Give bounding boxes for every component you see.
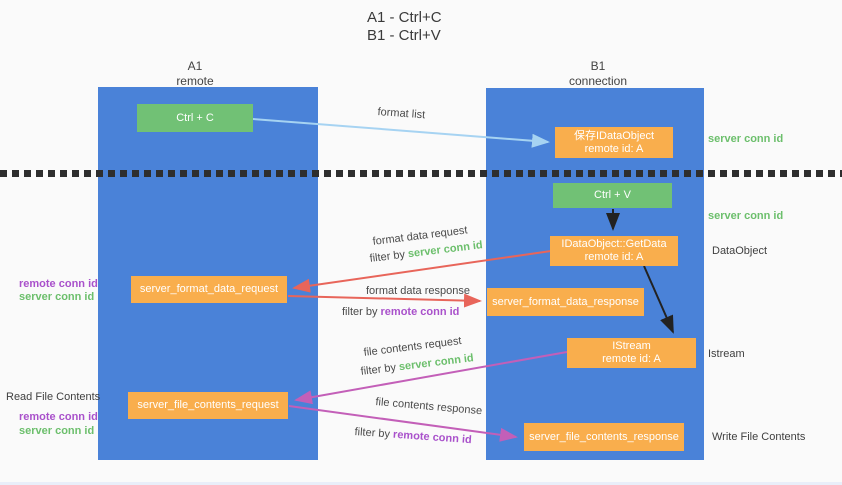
ctrl-c-box: Ctrl + C — [137, 104, 253, 132]
file-contents-response-filter-label: filter by remote conn id — [354, 426, 472, 446]
filter-by-text: filter by — [360, 361, 397, 378]
server-conn-id-annotation-top: server conn id — [708, 133, 784, 145]
server-file-contents-response-box: server_file_contents_response — [524, 423, 684, 451]
diagram-title: A1 - Ctrl+C B1 - Ctrl+V — [367, 9, 442, 45]
a1-name: A1 — [187, 59, 203, 73]
write-file-contents-annotation: Write File Contents — [712, 431, 806, 443]
read-file-contents-annotation: Read File Contents — [6, 391, 101, 403]
file-contents-response-label: file contents response — [374, 396, 483, 418]
server-format-data-request-box: server_format_data_request — [131, 276, 287, 303]
server-file-contents-request-label: server_file_contents_request — [137, 399, 279, 411]
server-format-data-response-label: server_format_data_response — [492, 295, 639, 308]
remote-conn-id-annotation-mid: remote conn id — [19, 278, 98, 290]
server-conn-id-annotation-left-mid: server conn id — [19, 291, 95, 303]
b1-subtitle: connection — [568, 74, 628, 88]
filter-by-text: filter by — [342, 306, 378, 318]
server-conn-id-key: server conn id — [398, 352, 475, 374]
istream-line1: IStream — [612, 340, 651, 352]
server-file-contents-request-box: server_file_contents_request — [128, 392, 288, 419]
getdata-line2: remote id: A — [584, 251, 644, 263]
istream-line2: remote id: A — [602, 353, 661, 365]
column-header-a1: A1 remote — [135, 59, 255, 89]
a1-subtitle: remote — [176, 74, 214, 88]
save-idataobject-line2: remote id: A — [584, 142, 644, 155]
idataobject-getdata-box: IDataObject::GetData remote id: A — [550, 236, 678, 266]
b1-name: B1 — [590, 59, 606, 73]
remote-conn-id-annotation-bottom: remote conn id — [19, 411, 98, 423]
server-format-data-request-label: server_format_data_request — [139, 283, 279, 295]
ctrl-c-label: Ctrl + C — [176, 111, 214, 124]
title-line-1: A1 - Ctrl+C — [367, 9, 442, 26]
ctrl-v-label: Ctrl + V — [594, 189, 631, 201]
column-header-b1: B1 connection — [538, 59, 658, 89]
filter-by-text: filter by — [354, 426, 391, 441]
getdata-line1: IDataObject::GetData — [561, 238, 667, 250]
remote-conn-id-key: remote conn id — [380, 306, 460, 318]
istream-annotation: Istream — [708, 348, 745, 360]
machine-boundary-dotted-line — [0, 170, 842, 177]
title-line-2: B1 - Ctrl+V — [367, 27, 441, 44]
save-idataobject-box: 保存IDataObject remote id: A — [555, 127, 673, 158]
server-conn-id-annotation-mid: server conn id — [708, 210, 784, 222]
save-idataobject-line1: 保存IDataObject — [573, 129, 655, 142]
remote-conn-id-key: remote conn id — [392, 428, 473, 447]
filter-by-text: filter by — [369, 248, 406, 265]
format-data-response-label: format data response — [366, 285, 470, 297]
dataobject-annotation: DataObject — [712, 245, 768, 257]
server-conn-id-annotation-left-bottom: server conn id — [19, 425, 95, 437]
window-bottom-edge — [0, 482, 842, 485]
format-list-label: format list — [377, 106, 426, 122]
server-format-data-response-box: server_format_data_response — [487, 288, 644, 316]
istream-box: IStream remote id: A — [567, 338, 696, 368]
format-data-response-filter-label: filter by remote conn id — [342, 306, 459, 318]
server-file-contents-response-label: server_file_contents_response — [529, 430, 679, 443]
ctrl-v-box: Ctrl + V — [553, 183, 672, 208]
